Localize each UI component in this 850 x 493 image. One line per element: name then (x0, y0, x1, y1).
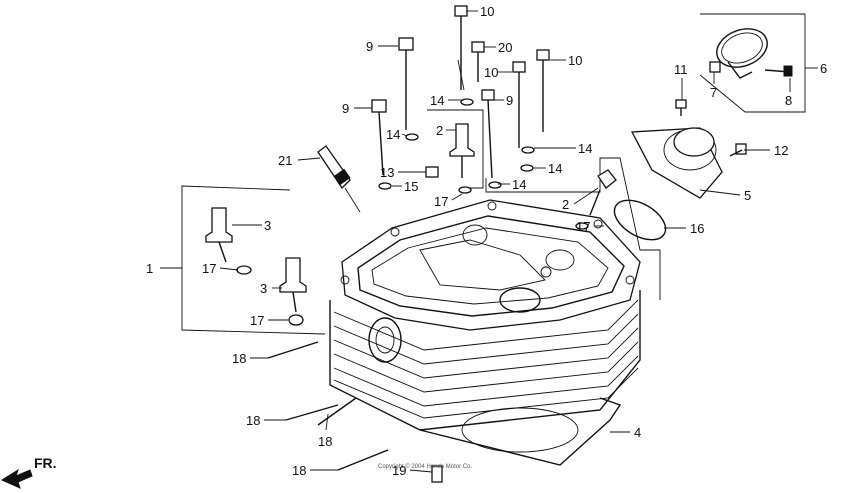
callout-14d: 14 (548, 161, 562, 176)
group-bracket-center (427, 109, 661, 300)
callout-10a: 10 (480, 4, 494, 19)
callout-14a: 14 (430, 93, 444, 108)
bolt-9-mid (481, 89, 495, 179)
callout-3a: 3 (264, 218, 271, 233)
callout-5: 5 (744, 188, 751, 203)
callout-17a: 17 (202, 261, 216, 276)
callout-10b: 10 (484, 65, 498, 80)
callout-18b: 18 (246, 413, 260, 428)
callout-15: 15 (404, 179, 418, 194)
callout-10c: 10 (568, 53, 582, 68)
leader-lines (219, 10, 791, 473)
bolt-10-mid (512, 61, 526, 148)
valve-guide-2-center (449, 123, 475, 178)
callout-2b: 2 (562, 197, 569, 212)
callout-17b: 17 (250, 313, 264, 328)
dowel-pin-19 (431, 465, 443, 483)
valve-guide-3-lower (279, 257, 307, 313)
nut-13 (425, 166, 439, 178)
callout-18c: 18 (318, 434, 332, 449)
callout-21: 21 (278, 153, 292, 168)
callout-16: 16 (690, 221, 704, 236)
washers (236, 98, 589, 326)
spark-plug (317, 145, 361, 213)
callout-18d: 18 (292, 463, 306, 478)
callout-11: 11 (674, 62, 688, 77)
clamp-screw-8 (764, 65, 793, 77)
callout-4: 4 (634, 425, 641, 440)
callout-14b: 14 (386, 127, 400, 142)
bolt-20 (471, 41, 485, 82)
bolt-12 (729, 143, 747, 157)
group-bracket-5-6 (699, 13, 818, 113)
callout-8: 8 (785, 93, 792, 108)
callout-14c: 14 (578, 141, 592, 156)
bolt-9-lower (371, 99, 387, 176)
copyright-text: Copyright © 2004 Honda Motor Co. (378, 463, 472, 470)
callout-19: 19 (392, 463, 406, 478)
group-bracket-1 (160, 185, 326, 335)
hose-clamp (716, 28, 768, 79)
stud-18-d (337, 449, 389, 471)
valve-guide-2-right (589, 169, 617, 216)
valve-guide-3-upper (205, 207, 233, 263)
callout-14e: 14 (512, 177, 526, 192)
cylinder-head (329, 199, 641, 466)
direction-label: FR. (34, 455, 57, 471)
callout-numbers: 10 9 20 10 10 9 9 14 14 14 14 14 2 2 13 … (146, 4, 827, 478)
clamp-nut-7 (709, 61, 721, 73)
stud-18-b (285, 404, 339, 421)
callout-12: 12 (774, 143, 788, 158)
o-ring (613, 199, 667, 241)
callout-6: 6 (820, 61, 827, 76)
callout-9c: 9 (342, 101, 349, 116)
bolt-9-left (398, 37, 414, 130)
callout-17d: 17 (576, 219, 590, 234)
bolt-10-top (454, 5, 468, 91)
bolt-10-right (536, 49, 550, 132)
callout-2a: 2 (436, 123, 443, 138)
callout-1: 1 (146, 261, 153, 276)
intake-manifold (630, 127, 723, 199)
callout-9a: 9 (366, 39, 373, 54)
front-direction-arrow: FR. (0, 455, 57, 489)
callout-7: 7 (710, 85, 717, 100)
callout-17c: 17 (434, 194, 448, 209)
callout-3b: 3 (260, 281, 267, 296)
stud-18-c (317, 397, 357, 426)
bolt-11 (675, 99, 687, 116)
callout-13: 13 (380, 165, 394, 180)
callout-18a: 18 (232, 351, 246, 366)
callout-20: 20 (498, 40, 512, 55)
stud-18-a (267, 341, 319, 359)
callout-9b: 9 (506, 93, 513, 108)
